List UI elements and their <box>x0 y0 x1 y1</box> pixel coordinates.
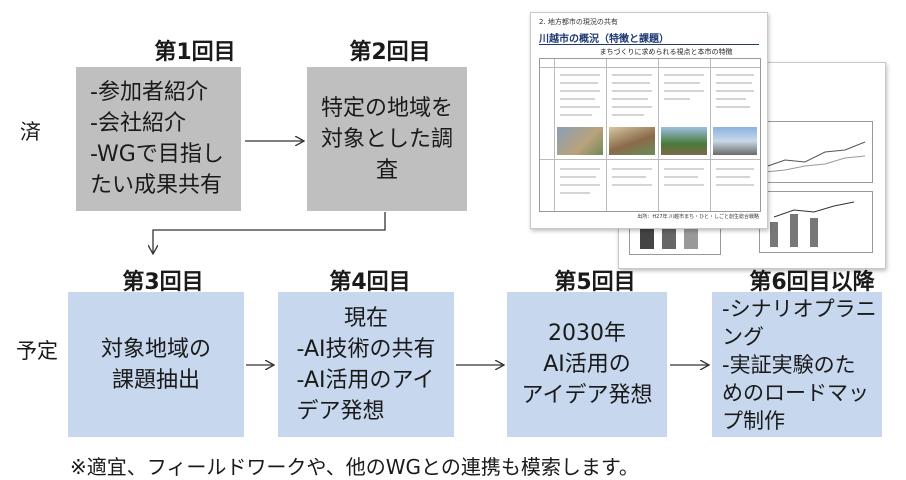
thumbnail-title: 川越市の概況（特徴と課題） <box>539 34 669 45</box>
thumbnail-title-rule <box>539 44 759 45</box>
session-1-line: -参加者紹介 <box>90 80 208 105</box>
slide-thumbnail-front: 2. 地方都市の現況の共有 川越市の概況（特徴と課題） まちづくりに求められる視… <box>530 12 768 229</box>
session-3-line: 対象地域の <box>100 336 211 362</box>
session-4-box: 現在 -AI技術の共有 -AI活用のアイ デア発想 <box>278 292 454 437</box>
session-2-line: 対象とした調 <box>320 126 453 152</box>
session-4-line: -AI技術の共有 <box>296 336 436 362</box>
session-1-title: 第1回目 <box>154 40 236 65</box>
session-4-line: -AI活用のアイ <box>296 367 435 393</box>
session-2-title: 第2回目 <box>349 40 431 65</box>
footnote: ※適宜、フィールドワークや、他のWGとの連携も模索します。 <box>70 455 639 479</box>
session-5-line: AI活用の <box>543 352 631 377</box>
session-1-box: -参加者紹介 -会社紹介 -WGで目指し たい成果共有 <box>76 67 241 211</box>
session-2-line: 査 <box>375 157 398 183</box>
thumbnail-photo <box>557 127 603 155</box>
session-1-line: たい成果共有 <box>90 173 223 198</box>
session-2-box: 特定の地域を 対象とした調 査 <box>307 67 467 211</box>
session-2-line: 特定の地域を <box>320 95 453 121</box>
session-6-line: めのロードマッ <box>722 380 869 405</box>
session-1-line: -会社紹介 <box>90 111 186 136</box>
session-6-line: プ制作 <box>722 408 785 433</box>
session-4-line: デア発想 <box>296 398 385 424</box>
session-5-title: 第5回目 <box>554 270 636 295</box>
session-3-line: 課題抽出 <box>111 367 200 393</box>
session-1-line: -WGで目指し <box>90 142 224 167</box>
session-5-line: アイデア発想 <box>521 383 653 408</box>
session-6-title: 第6回目以降 <box>749 270 875 295</box>
row-label-planned: 予定 <box>16 339 58 363</box>
session-5-box: 2030年 AI活用の アイデア発想 <box>507 292 667 437</box>
thumbnail-photo <box>661 127 707 155</box>
session-6-line: ング <box>722 324 764 349</box>
thumbnail-table <box>539 58 761 212</box>
thumbnail-chart <box>759 191 873 253</box>
session-4-title: 第4回目 <box>329 270 411 295</box>
thumbnail-photo <box>713 127 757 155</box>
session-3-box: 対象地域の 課題抽出 <box>68 292 244 437</box>
session-6-line: -実証実験のた <box>722 352 856 377</box>
thumbnail-subtitle: まちづくりに求められる視点と本市の特徴 <box>599 48 733 56</box>
thumbnail-chart <box>759 121 873 183</box>
arrow-2-to-3 <box>153 212 386 253</box>
thumbnail-section: 2. 地方都市の現況の共有 <box>539 18 618 26</box>
thumbnail-source: 出所：H27年 川越市まち・ひと・しごと創生総合戦略 <box>637 214 759 220</box>
session-6-line: -シナリオプラニ <box>722 296 877 321</box>
session-6-box: -シナリオプラニ ング -実証実験のた めのロードマッ プ制作 <box>712 292 882 437</box>
thumbnail-photo <box>609 127 655 155</box>
session-3-title: 第3回目 <box>122 270 204 295</box>
session-4-line: 現在 <box>343 305 388 331</box>
session-5-line: 2030年 <box>548 321 626 346</box>
row-label-done: 済 <box>20 120 41 144</box>
